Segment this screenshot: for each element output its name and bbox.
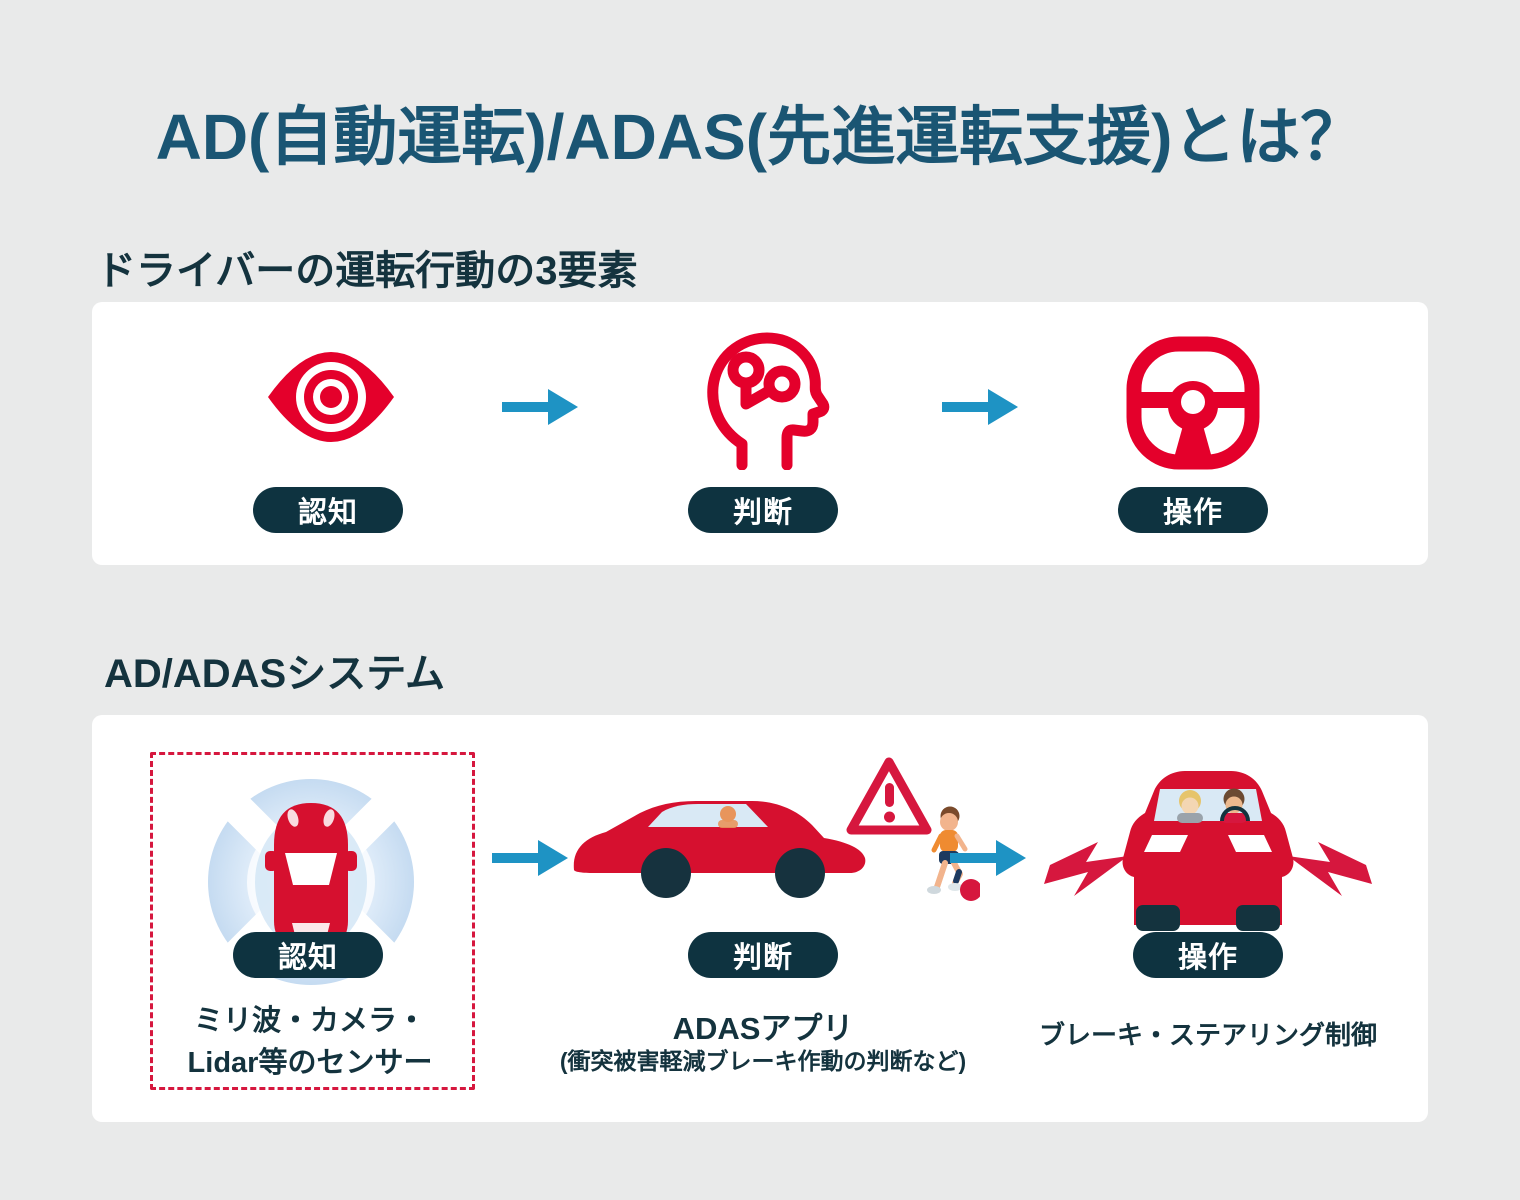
braking-car-icon	[1044, 771, 1372, 931]
sensor-caption-line1: ミリ波・カメラ・	[193, 1005, 427, 1037]
step-label-pill: 操作	[1118, 487, 1268, 533]
steering-wheel-icon	[1126, 336, 1260, 470]
arrow-right-icon	[942, 389, 1018, 425]
driver-section-heading: ドライバーの運転行動の3要素	[96, 249, 638, 293]
system-section-card: 認知 判断 操作 ミリ波・カメラ・ Lidar等のセンサー ADASアプリ (衝…	[92, 715, 1428, 1122]
step-label: 認知	[297, 497, 358, 529]
control-caption: ブレーキ・ステアリング制御	[1038, 1020, 1378, 1050]
driver-section-card: 認知 判断 操作	[92, 302, 1428, 565]
arrow-right-icon	[492, 840, 568, 876]
step-label: 操作	[1177, 942, 1238, 974]
step-label-pill: 判断	[688, 487, 838, 533]
step-label-pill: 認知	[253, 487, 403, 533]
step-label: 操作	[1162, 497, 1223, 529]
recognition-highlight-box	[150, 752, 475, 1090]
step-label-pill: 判断	[688, 932, 838, 978]
sensor-caption-line2: Lidar等のセンサー	[187, 1047, 433, 1079]
step-label: 判断	[732, 942, 793, 974]
adas-app-caption: ADASアプリ	[672, 1011, 854, 1046]
arrow-right-icon	[502, 389, 578, 425]
step-label: 判断	[732, 497, 793, 529]
system-section-heading: AD/ADASシステム	[104, 652, 446, 696]
step-label-pill: 操作	[1133, 932, 1283, 978]
eye-icon	[268, 352, 394, 442]
hazard-detection-icon	[573, 757, 980, 901]
step-label-pill: 認知	[233, 932, 383, 978]
brain-circuit-icon	[707, 332, 830, 470]
adas-app-subcaption: (衝突被害軽減ブレーキ作動の判断など)	[559, 1048, 967, 1074]
arrow-right-icon	[950, 840, 1026, 876]
page-title: AD(自動運転)/ADAS(先進運転支援)とは？	[155, 101, 1365, 173]
step-label: 認知	[277, 942, 338, 974]
